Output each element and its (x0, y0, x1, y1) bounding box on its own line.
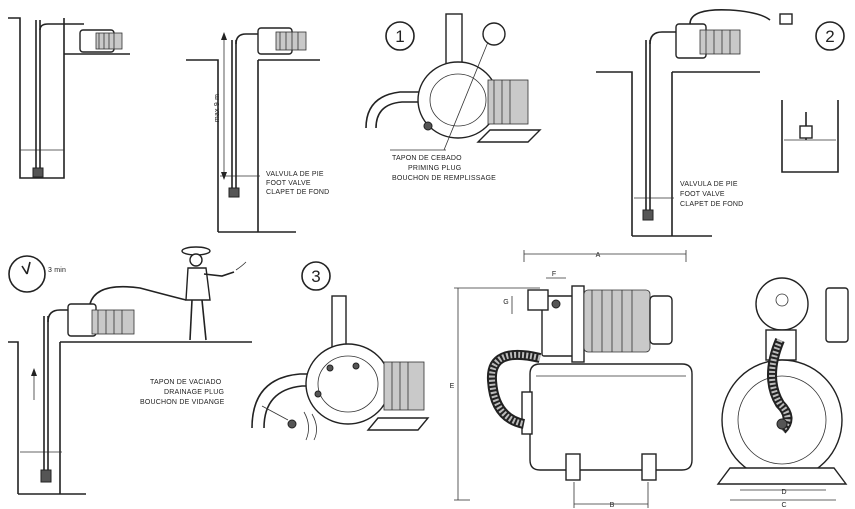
dimension-side-view: A E F G B (450, 250, 693, 509)
priming-plug-label-en: PRIMING PLUG (408, 165, 461, 172)
foot-valve-label-es: VALVULA DE PIE (266, 171, 324, 178)
step-3-badge (301, 261, 331, 291)
step-1-priming-panel: 1 TAPON DE CEBADO PRIMING PLUG BOUCHON D… (365, 13, 542, 182)
timer-label: 3 min (48, 267, 66, 274)
power-plug-icon (779, 13, 793, 25)
step-1-number: 1 (395, 27, 404, 46)
foot-valve-depth-panel: max 9 m VALVULA DE PIE FOOT VALVE CLAPET… (186, 27, 329, 233)
drainage-plug-label-fr: BOUCHON DE VIDANGE (140, 399, 225, 406)
drainage-plug-label-es: TAPON DE VACIADO (150, 379, 222, 386)
dimension-front-view: D C (716, 277, 849, 509)
dim-letter-F: F (552, 271, 556, 278)
dim-letter-C: C (781, 502, 786, 509)
foot-valve-label-2-fr: CLAPET DE FOND (680, 201, 743, 208)
step-2-number: 2 (825, 27, 834, 46)
dim-letter-B: B (610, 502, 615, 509)
priming-plug-label-fr: BOUCHON DE REMPLISSAGE (392, 175, 496, 182)
dim-letter-D: D (781, 489, 786, 496)
dim-letter-A: A (596, 252, 601, 259)
drainage-plug-label-en: DRAINAGE PLUG (164, 389, 224, 396)
drainage-plug-icon (287, 419, 297, 429)
dim-letter-G: G (503, 299, 508, 306)
priming-plug-label-es: TAPON DE CEBADO (392, 155, 462, 162)
step-1-badge (385, 21, 415, 51)
step-2-badge (815, 21, 845, 51)
running-pump-panel: 3 min (8, 246, 252, 495)
well-pump-panel (8, 17, 130, 179)
step-2-connection-panel: 2 VALVULA DE PIE FOOT VALVE CLAPET DE FO… (596, 8, 845, 237)
foot-valve-label-2-es: VALVULA DE PIE (680, 181, 738, 188)
step-3-number: 3 (311, 267, 320, 286)
timer-icon (8, 255, 46, 293)
foot-valve-label-en: FOOT VALVE (266, 180, 311, 187)
step-3-drainage-panel: 3 TAPON DE VACIADO DRAINAGE PLUG BOUCHON… (140, 261, 430, 441)
dim-letter-E: E (450, 383, 455, 390)
max-depth-label: max 9 m (214, 94, 221, 122)
foot-valve-label-fr: CLAPET DE FOND (266, 189, 329, 196)
foot-valve-label-2-en: FOOT VALVE (680, 191, 725, 198)
priming-plug-icon (482, 22, 506, 46)
